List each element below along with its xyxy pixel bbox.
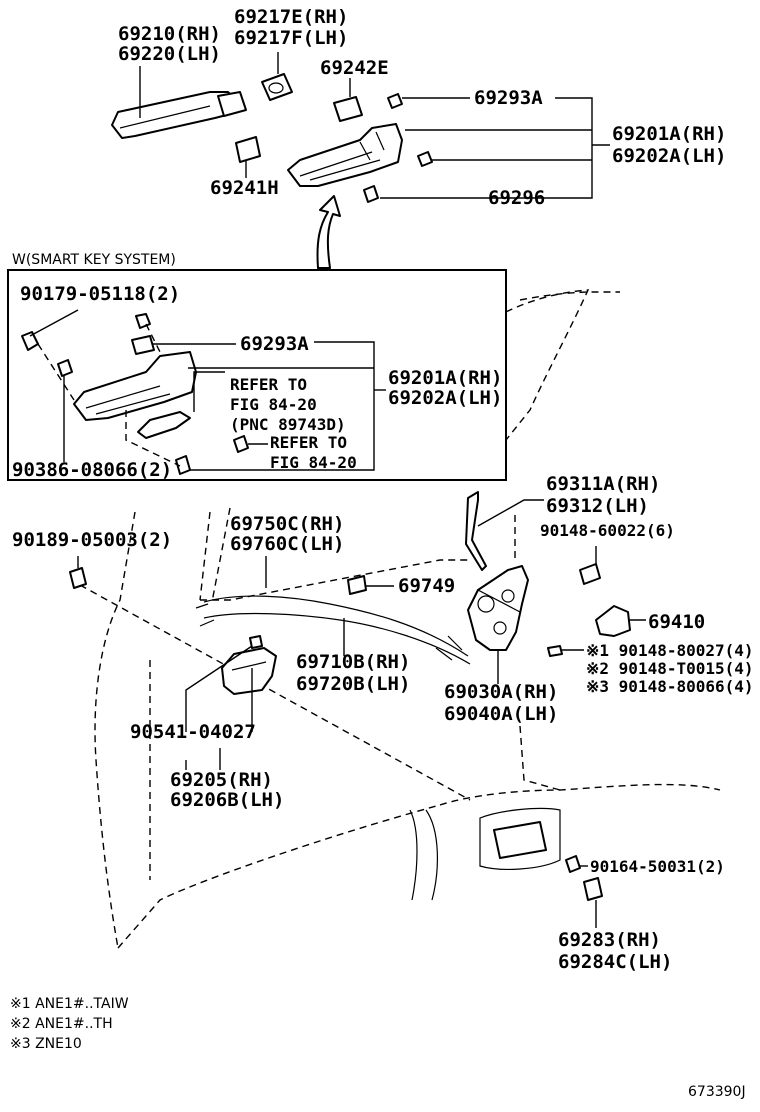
inset-bolt-1 — [21, 331, 39, 351]
door-panel-screw — [565, 855, 581, 873]
label-90164: 90164-50031(2) — [590, 857, 725, 876]
label-69217f: 69217F(LH) — [234, 27, 348, 49]
handle-frame-part — [287, 123, 403, 187]
handle-pad-part — [333, 96, 363, 122]
label-69750c: 69750C(RH) — [230, 513, 344, 535]
view-arrow — [316, 195, 341, 269]
label-69205: 69205(RH) — [170, 769, 273, 791]
door-lock-assembly-part — [467, 565, 529, 651]
label-69201a-top: 69201A(RH) — [612, 123, 726, 145]
label-69283: 69283(RH) — [558, 929, 661, 951]
label-refer2-line2: FIG 84-20 — [270, 453, 357, 472]
label-90179: 90179-05118(2) — [20, 283, 180, 305]
inset-nut-1 — [57, 359, 73, 377]
label-69201a-box: 69201A(RH) — [388, 367, 502, 389]
cable-clip-part — [347, 575, 367, 595]
label-refer1-line3: (PNC 89743D) — [230, 415, 346, 434]
outside-handle-part — [111, 91, 247, 139]
door-panel-clip — [583, 877, 603, 901]
label-69311a: 69311A(RH) — [546, 473, 660, 495]
smart-key-heading: W(SMART KEY SYSTEM) — [12, 252, 176, 268]
inside-handle-part — [221, 647, 277, 695]
figure-code: 673390J — [688, 1084, 746, 1100]
door-outline — [94, 289, 721, 949]
inset-screw-1 — [233, 435, 249, 453]
note-2: ※2 ANE1#..TH — [10, 1016, 113, 1032]
label-69293a-box: 69293A — [240, 333, 309, 355]
lock-rod-part — [465, 491, 487, 571]
label-69202a-box: 69202A(LH) — [388, 387, 502, 409]
label-69410: 69410 — [648, 611, 705, 633]
label-90148-t0015: ※2 90148-T0015(4) — [586, 659, 754, 678]
label-refer1-line1: REFER TO — [230, 375, 307, 394]
label-69242e: 69242E — [320, 57, 389, 79]
bolt-part-left — [69, 567, 87, 589]
label-69210: 69210(RH) — [118, 23, 221, 45]
inset-clip-2 — [131, 335, 155, 355]
label-90386: 90386-08066(2) — [12, 459, 172, 481]
striker-part — [595, 605, 631, 637]
label-refer2-line1: REFER TO — [270, 433, 347, 452]
label-69040a: 69040A(LH) — [444, 703, 558, 725]
label-69760c: 69760C(LH) — [230, 533, 344, 555]
label-90148-80027: ※1 90148-80027(4) — [586, 641, 754, 660]
note-3: ※3 ZNE10 — [10, 1036, 82, 1052]
label-69710b: 69710B(RH) — [296, 651, 410, 673]
note-1: ※1 ANE1#..TAIW — [10, 996, 129, 1012]
label-69312: 69312(LH) — [546, 495, 649, 517]
clip-part-top — [387, 93, 403, 109]
screw-part-top-2 — [363, 185, 379, 203]
label-69220: 69220(LH) — [118, 43, 221, 65]
handle-pad-rear-part — [235, 136, 261, 163]
label-69293a-top: 69293A — [474, 87, 543, 109]
striker-screw-part — [547, 645, 563, 657]
label-69284c: 69284C(LH) — [558, 951, 672, 973]
label-69217e: 69217E(RH) — [234, 6, 348, 28]
handle-cap-part — [261, 73, 293, 101]
label-69241h: 69241H — [210, 177, 279, 199]
smart-key-box — [7, 269, 507, 481]
inside-handle-screw — [249, 635, 263, 649]
inset-clip-1 — [135, 313, 151, 329]
label-refer1-line2: FIG 84-20 — [230, 395, 317, 414]
label-69749: 69749 — [398, 575, 455, 597]
inset-handle-frame-part — [73, 351, 197, 439]
label-90541: 90541-04027 — [130, 721, 256, 743]
label-90148-80066: ※3 90148-80066(4) — [586, 677, 754, 696]
label-69202a-top: 69202A(LH) — [612, 145, 726, 167]
door-cables-part — [195, 595, 471, 665]
label-69030a: 69030A(RH) — [444, 681, 558, 703]
label-90148-60022: 90148-60022(6) — [540, 521, 675, 540]
label-69296: 69296 — [488, 187, 545, 209]
label-69720b: 69720B(LH) — [296, 673, 410, 695]
screw-part-top-1 — [417, 151, 433, 167]
label-69206b: 69206B(LH) — [170, 789, 284, 811]
lock-screw-part — [579, 563, 601, 585]
label-90189: 90189-05003(2) — [12, 529, 172, 551]
